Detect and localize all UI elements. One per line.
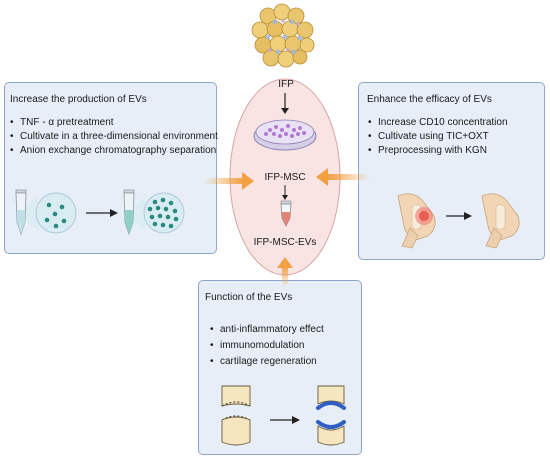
ifp-msc-evs-label: IFP-MSC-EVs <box>253 237 317 248</box>
production-panel-title: Increase the production of EVs <box>10 94 147 105</box>
right-to-center-arrow <box>316 168 370 186</box>
sample-tube-icon <box>15 189 27 236</box>
petri-dish-icon <box>253 119 317 151</box>
bottom-to-center-arrow <box>277 257 293 287</box>
list-item: Anion exchange chromatography separation <box>10 144 218 158</box>
inflamed-knee-icon <box>397 193 436 249</box>
ifp-msc-label: IFP-MSC <box>264 172 306 183</box>
ifp-tissue-icon <box>251 3 315 68</box>
list-item: Cultivate using TIC+OXT <box>368 130 508 144</box>
list-item: Preprocessing with KGN <box>368 144 508 158</box>
efficacy-panel-title: Enhance the efficacy of EVs <box>367 94 492 105</box>
production-panel <box>4 82 217 254</box>
list-item: Cultivate in a three-dimensional environ… <box>10 130 218 144</box>
list-item: cartilage regeneration <box>210 354 324 370</box>
list-item: TNF - α pretreatment <box>10 116 218 130</box>
list-item: immunomodulation <box>210 338 324 354</box>
function-panel-title: Function of the EVs <box>205 292 293 303</box>
efficacy-list: Increase CD10 concentration Cultivate us… <box>368 116 508 158</box>
ifp-label: IFP <box>278 79 294 90</box>
healthy-knee-icon <box>481 193 520 249</box>
function-list: anti-inflammatory effect immunomodulatio… <box>210 322 324 370</box>
left-to-center-arrow <box>204 172 254 190</box>
ev-tube-icon <box>280 200 292 227</box>
damaged-joint-icon <box>221 385 251 446</box>
list-item: anti-inflammatory effect <box>210 322 324 338</box>
production-list: TNF - α pretreatment Cultivate in a thre… <box>10 116 218 158</box>
regenerated-joint-icon <box>316 385 346 446</box>
list-item: Increase CD10 concentration <box>368 116 508 130</box>
sample-tube-icon <box>123 189 135 236</box>
